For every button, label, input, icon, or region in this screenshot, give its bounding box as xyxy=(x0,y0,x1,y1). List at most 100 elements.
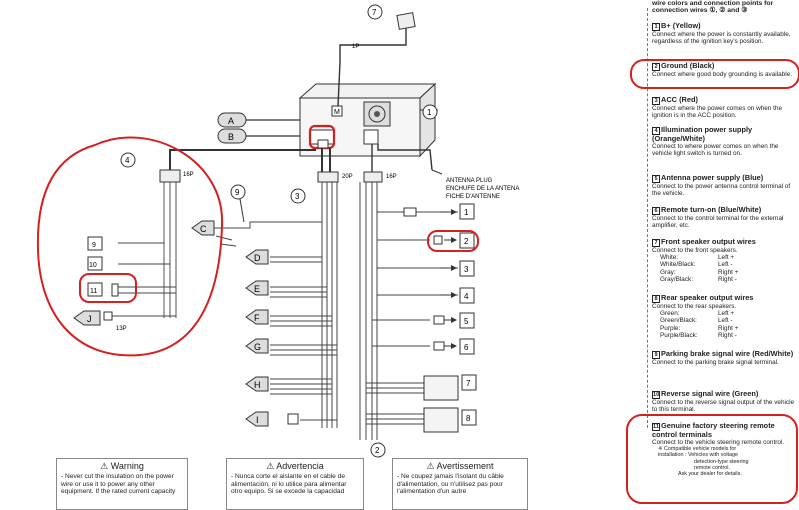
warning-line: l'alimentation d'un autre xyxy=(397,488,467,496)
svg-text:3: 3 xyxy=(295,192,300,201)
section-num: 9 xyxy=(652,351,660,359)
label-1p: 1P xyxy=(352,44,359,50)
svg-text:2: 2 xyxy=(375,446,380,455)
output-box-1: 1 xyxy=(459,203,475,220)
connector-j: J xyxy=(73,310,101,326)
svg-text:J: J xyxy=(87,314,92,324)
antenna-plug-fr: FICHE D'ANTENNE xyxy=(446,194,500,200)
output-box-6: 6 xyxy=(459,338,475,355)
svg-text:1: 1 xyxy=(427,108,432,117)
warning-line: d'alimentation, ou n'utilisez pas pour xyxy=(397,480,503,488)
wiring-diagram: M 7 1P 1 A B ANTENNA PLUG ENCHUFE DE LA … xyxy=(36,4,519,458)
warning-box-es: ⚠ Advertencia - Nunca corte el aislante … xyxy=(226,458,364,510)
warning-line: - Nunca corte el aislante en el cable de xyxy=(231,473,345,480)
svg-text:16P: 16P xyxy=(183,172,194,178)
svg-text:3: 3 xyxy=(464,265,469,274)
svg-text:16P: 16P xyxy=(386,174,397,180)
connector-f: F xyxy=(245,309,269,325)
section-title: Remote turn-on (Blue/White) xyxy=(661,205,762,214)
connector-e: E xyxy=(245,280,269,296)
antenna-plug-es: ENCHUFE DE LA ANTENA xyxy=(446,186,519,192)
wire-polarity: Right + xyxy=(718,268,739,276)
connector-20p xyxy=(317,171,339,183)
svg-text:8: 8 xyxy=(466,414,471,423)
compat-note: remote control. xyxy=(694,464,730,471)
callout-4 xyxy=(120,152,136,168)
section-title: Rear speaker output wires xyxy=(661,293,754,302)
wire-polarity: Left - xyxy=(718,317,733,325)
wire-color: Green/Black: xyxy=(660,317,697,325)
section-desc: Connect where the power comes on when th… xyxy=(652,105,783,120)
svg-text:5: 5 xyxy=(464,317,469,326)
wire-polarity: Right - xyxy=(718,331,737,339)
wire-color: Gray: xyxy=(660,268,676,276)
svg-text:9: 9 xyxy=(92,242,96,249)
section-desc: Connect to the rear speakers. xyxy=(652,303,737,310)
output-box-2: 2 xyxy=(459,232,475,249)
warning-line: alimentación, ni lo utilice para aliment… xyxy=(231,480,347,488)
compat-note: Ask your dealer for details. xyxy=(678,471,742,478)
section-desc: Connect to the vehicle steering remote c… xyxy=(652,439,785,446)
section-desc: Connect to the front speakers. xyxy=(652,247,738,254)
warning-line: equipment. If the rated current capacity xyxy=(61,488,176,496)
section-num: 2 xyxy=(652,63,660,71)
terminal-box-11: 11 xyxy=(87,282,103,297)
svg-text:6: 6 xyxy=(464,343,469,352)
section-title: Illumination power supply (Orange/White) xyxy=(652,125,753,143)
connector-d: D xyxy=(245,249,269,265)
red-annotation-steering xyxy=(626,414,798,504)
section-desc: Connect to the control terminal for the … xyxy=(652,215,784,230)
compat-note: installation : Vehicles with voltage xyxy=(658,452,739,459)
svg-text:D: D xyxy=(254,253,261,263)
label-13p: 13P xyxy=(116,326,127,332)
warning-title-fr: ⚠ Avertissement xyxy=(426,461,494,471)
callout-1 xyxy=(422,104,438,120)
svg-text:G: G xyxy=(254,342,261,352)
warning-box-fr: ⚠ Avertissement - Ne coupez jamais l'iso… xyxy=(392,458,528,510)
warning-line: - Never cut the insulation on the power xyxy=(61,473,174,480)
callout-7 xyxy=(367,4,383,20)
wire-color: Purple: xyxy=(660,324,681,332)
section-title: Reverse signal wire (Green) xyxy=(661,389,759,398)
wire-polarity: Right + xyxy=(718,324,739,332)
svg-text:11: 11 xyxy=(90,288,97,295)
terminal-box-10: 10 xyxy=(87,256,103,271)
section-title: ACC (Red) xyxy=(661,95,698,104)
section-title: Front speaker output wires xyxy=(661,237,756,246)
svg-text:1: 1 xyxy=(464,208,469,217)
section-num: 1 xyxy=(652,23,660,31)
callout-2 xyxy=(370,442,386,458)
connector-16p-mid xyxy=(363,171,383,183)
wire-color: White: xyxy=(660,254,679,262)
section-title: Ground (Black) xyxy=(661,61,715,70)
warning-line: wire or use it to power any other xyxy=(61,480,155,488)
svg-text:4: 4 xyxy=(464,292,469,301)
callout-9 xyxy=(230,184,246,200)
antenna-plug-en: ANTENNA PLUG xyxy=(446,178,493,184)
svg-text:20P: 20P xyxy=(342,174,353,180)
connector-c: C xyxy=(191,220,215,236)
output-box-5: 5 xyxy=(459,312,475,329)
wire-color: Green: xyxy=(660,310,680,318)
svg-text:H: H xyxy=(254,380,261,390)
section-desc: Connect to the reverse signal output of … xyxy=(652,399,795,414)
section-desc: Connect to where power comes on when the… xyxy=(652,143,779,158)
connector-a: A xyxy=(217,112,247,128)
svg-text:9: 9 xyxy=(235,188,240,197)
label-m: M xyxy=(334,109,340,116)
gps-antenna-icon xyxy=(396,12,416,30)
section-num: 3 xyxy=(652,97,660,105)
svg-text:7: 7 xyxy=(372,8,377,17)
svg-text:A: A xyxy=(228,116,234,126)
wire-polarity: Left + xyxy=(718,310,735,318)
output-box-8: 8 xyxy=(461,409,477,426)
section-desc: Connect to the parking brake signal term… xyxy=(652,359,779,366)
svg-text:I: I xyxy=(256,415,259,425)
